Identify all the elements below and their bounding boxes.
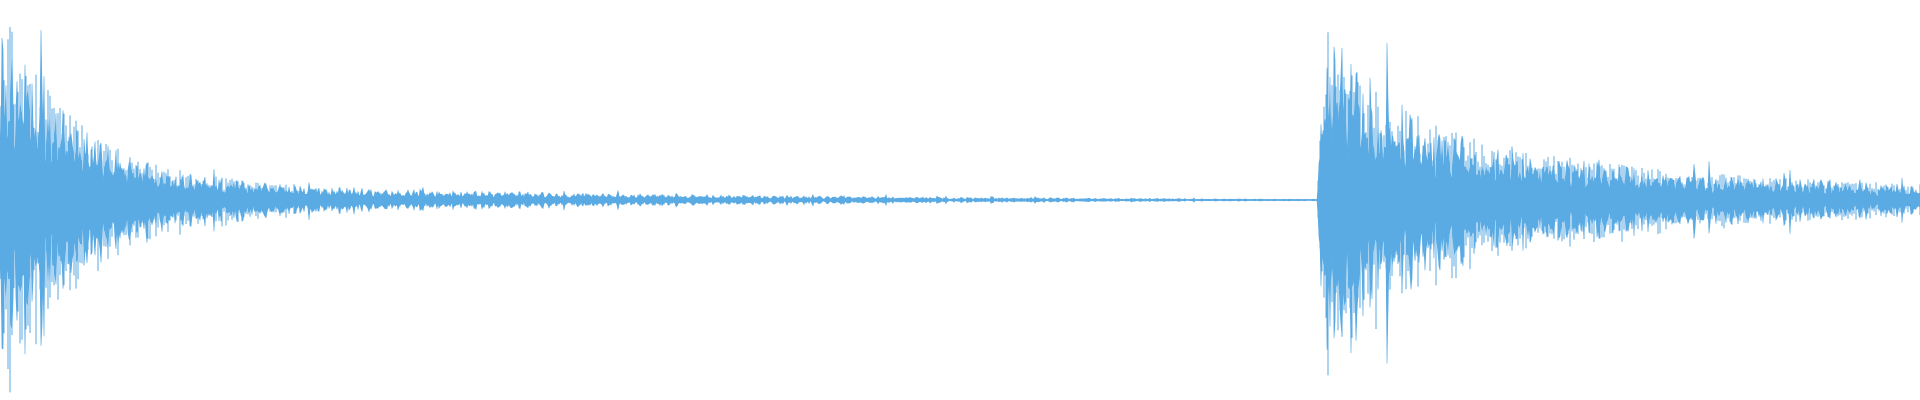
- waveform-path-group: [0, 27, 1920, 393]
